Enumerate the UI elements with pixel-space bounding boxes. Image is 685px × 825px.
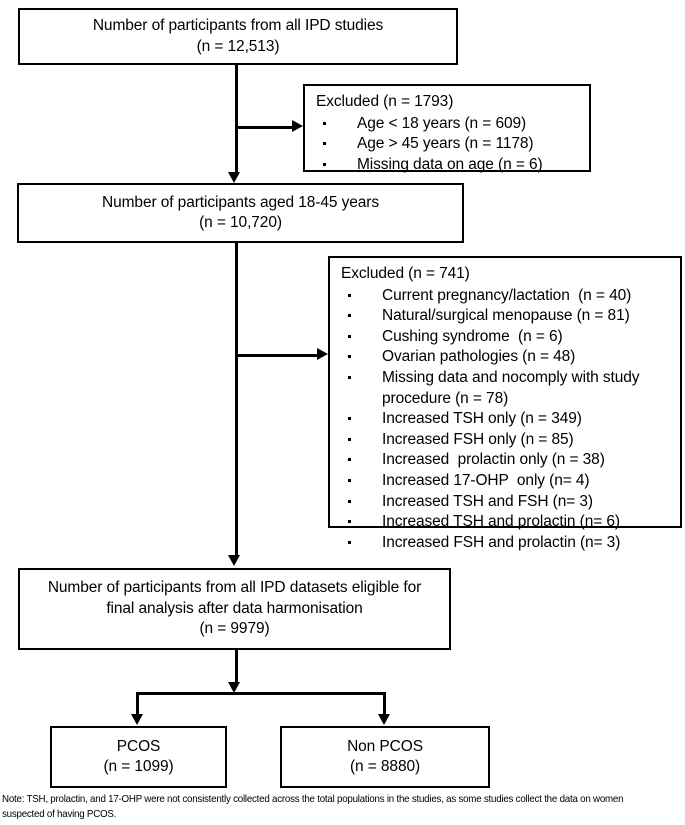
arrowhead-down-icon [228, 555, 240, 566]
arrowhead-down-icon [228, 682, 240, 693]
exclusion-1-item: Age > 45 years (n = 1178) [316, 134, 583, 155]
flow-box-aged-18-45: Number of participants aged 18-45 years … [17, 183, 464, 243]
connector-line-to-exclusion-2 [235, 354, 317, 357]
connector-line-to-exclusion-1 [235, 126, 292, 129]
arrowhead-down-icon [378, 714, 390, 725]
exclusion-2-item: Missing data and nocomply with study [341, 368, 674, 389]
flow-box-count: (n = 9979) [199, 620, 270, 638]
connector-line-box2-to-box3 [235, 243, 238, 556]
flow-box-eligible-final-analysis: Number of participants from all IPD data… [18, 568, 451, 650]
flow-box-pcos: PCOS (n = 1099) [50, 726, 227, 788]
flow-box-line: final analysis after data harmonisation [106, 599, 363, 617]
flow-box-line: Number of participants from all IPD stud… [92, 17, 384, 35]
flow-box-line: Non PCOS [347, 737, 423, 755]
connector-line-box3-to-split [235, 650, 238, 683]
arrowhead-down-icon [131, 714, 143, 725]
exclusion-2-item: Increased FSH and prolactin (n= 3) [341, 533, 674, 554]
exclusion-1-title: Excluded (n = 1793) [316, 93, 454, 110]
exclusion-1-item: Age < 18 years (n = 609) [316, 114, 583, 135]
flow-box-count: (n = 12,513) [196, 37, 280, 55]
connector-line-box1-to-box2 [235, 65, 238, 173]
exclusion-2-title: Excluded (n = 741) [341, 265, 470, 282]
connector-line-to-pcos [136, 692, 139, 718]
exclusion-1-item: Missing data on age (n = 6) [316, 155, 583, 176]
flow-box-line: Number of participants aged 18-45 years [102, 193, 379, 211]
exclusion-2-item: Increased TSH and FSH (n= 3) [341, 492, 674, 513]
flow-box-count: (n = 1099) [103, 758, 174, 775]
exclusion-2-item: Increased 17-OHP only (n= 4) [341, 471, 674, 492]
figure-footnote: Note: TSH, prolactin, and 17-OHP were no… [2, 793, 624, 820]
exclusion-box-1: Excluded (n = 1793) Age < 18 years (n = … [303, 84, 591, 173]
flow-box-non-pcos: Non PCOS (n = 8880) [280, 726, 490, 788]
connector-split-bar [136, 692, 386, 695]
exclusion-2-item: Increased TSH only (n = 349) [341, 409, 674, 430]
exclusion-2-item: Current pregnancy/lactation (n = 40) [341, 286, 674, 307]
flow-box-line: PCOS [116, 737, 161, 755]
arrowhead-down-icon [228, 172, 240, 183]
arrowhead-right-icon [317, 348, 328, 360]
flow-box-line: Number of participants from all IPD data… [47, 579, 422, 597]
exclusion-2-list: Current pregnancy/lactation (n = 40) Nat… [341, 286, 674, 554]
exclusion-2-item: Natural/surgical menopause (n = 81) [341, 306, 674, 327]
exclusion-2-item: Increased TSH and prolactin (n= 6) [341, 512, 674, 533]
exclusion-2-item: Cushing syndrome (n = 6) [341, 327, 674, 348]
arrowhead-right-icon [292, 120, 303, 132]
flow-box-count: (n = 10,720) [199, 214, 282, 231]
connector-line-to-non-pcos [383, 692, 386, 718]
flow-box-all-ipd-studies: Number of participants from all IPD stud… [18, 8, 458, 65]
exclusion-2-item: Increased FSH only (n = 85) [341, 430, 674, 451]
exclusion-2-item: Ovarian pathologies (n = 48) [341, 347, 674, 368]
exclusion-1-list: Age < 18 years (n = 609) Age > 45 years … [316, 114, 583, 176]
exclusion-box-2: Excluded (n = 741) Current pregnancy/lac… [328, 256, 682, 551]
exclusion-2-item-continuation: procedure (n = 78) [382, 389, 509, 407]
exclusion-2-item: Increased prolactin only (n = 38) [341, 450, 674, 471]
flow-box-count: (n = 8880) [349, 758, 421, 775]
